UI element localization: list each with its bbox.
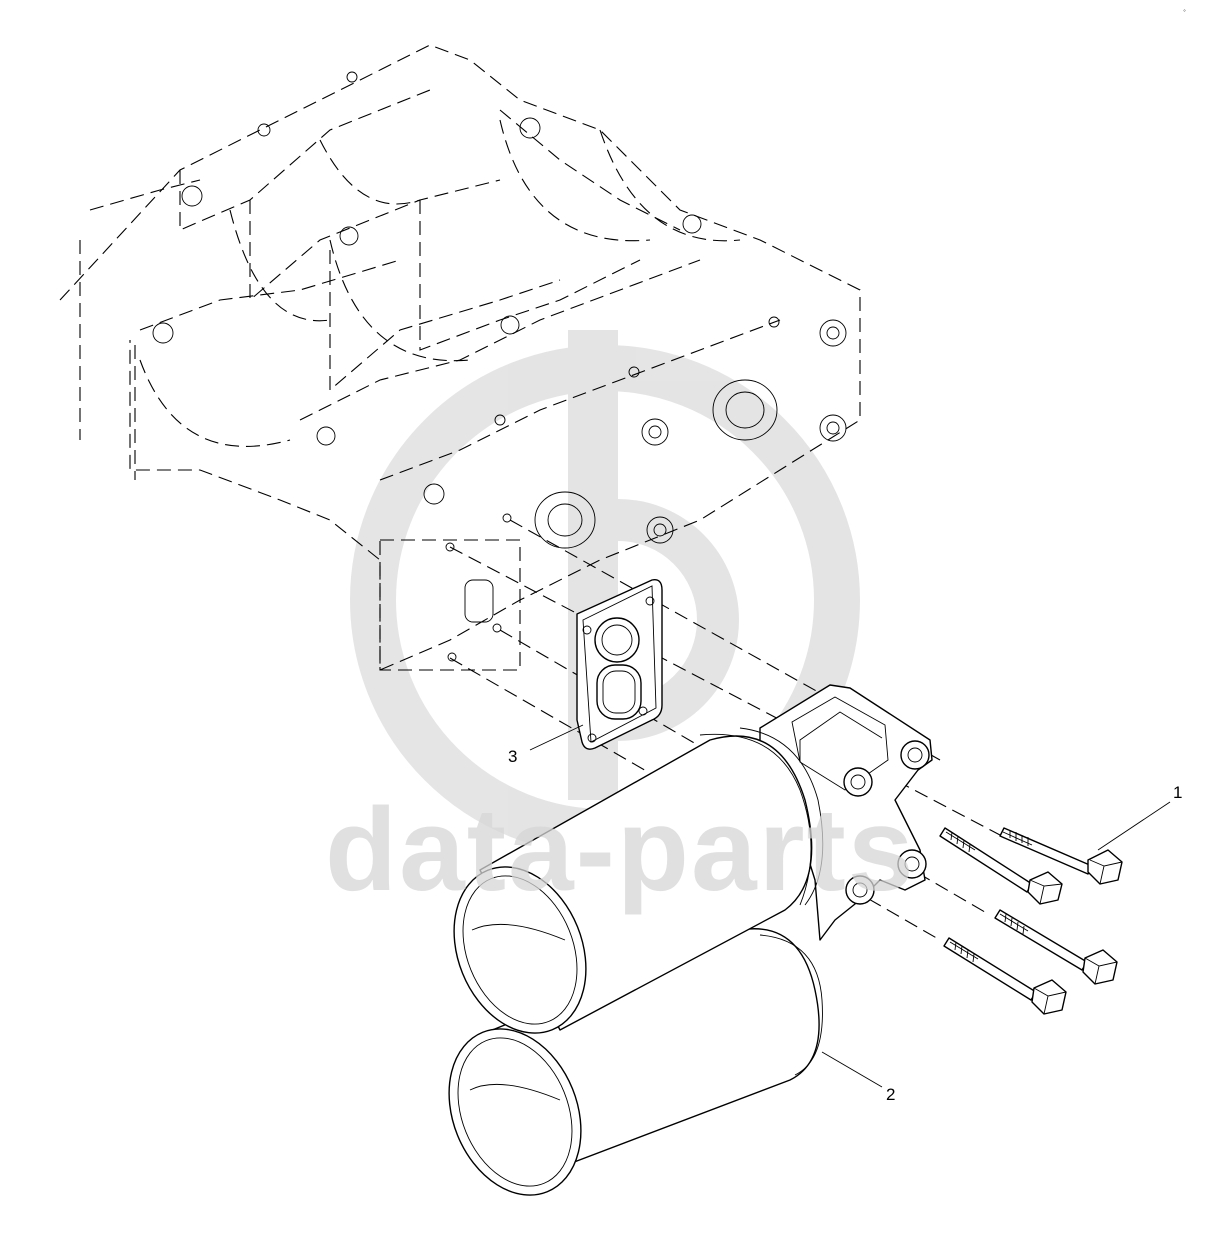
corner-mark: °	[1183, 9, 1186, 16]
bolt-1	[999, 827, 1123, 885]
callout-2: 2	[821, 1051, 895, 1104]
gasket-part	[576, 579, 663, 750]
callout-2-label: 2	[886, 1085, 895, 1104]
bolt-2	[939, 827, 1063, 905]
oil-filter-upper	[453, 727, 824, 1034]
bolt-4	[943, 937, 1067, 1015]
callout-3-label: 3	[508, 747, 517, 766]
engine-block-phantom	[59, 44, 861, 671]
oil-filter-lower	[448, 928, 823, 1196]
callout-1-label: 1	[1173, 783, 1182, 802]
callout-1: 1	[1097, 783, 1182, 851]
callout-3: 3	[508, 724, 584, 766]
watermark-text: data-parts	[325, 784, 915, 916]
filter-housing-bracket	[759, 684, 933, 941]
bolt-3	[994, 909, 1118, 985]
